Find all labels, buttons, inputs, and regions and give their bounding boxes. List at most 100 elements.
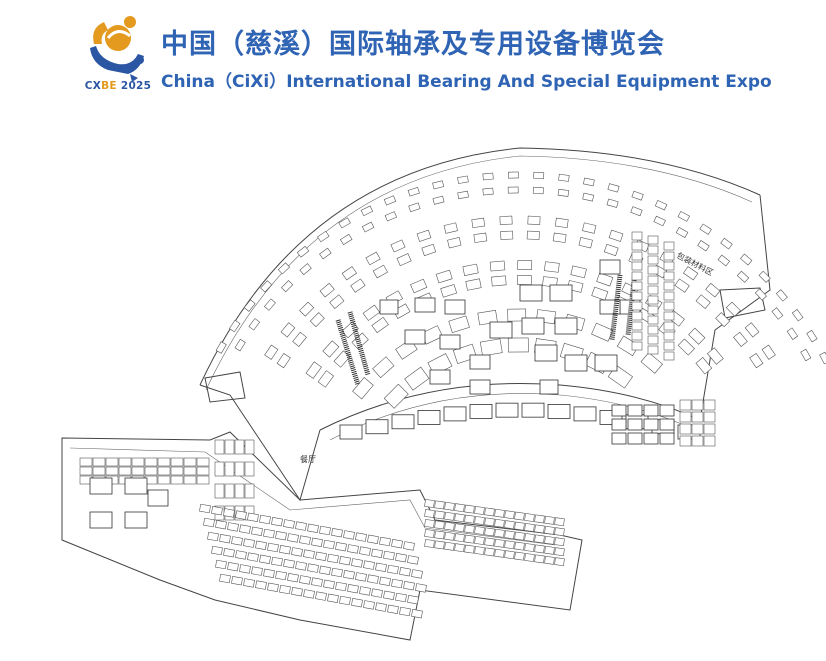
booth [277, 262, 291, 275]
hall-right-edge [699, 194, 771, 421]
booth [717, 254, 731, 267]
booth [144, 457, 158, 467]
booth [414, 297, 436, 313]
booth [447, 237, 462, 249]
booth [524, 523, 535, 532]
booth [234, 338, 246, 352]
restaurant-label: 餐厅 [300, 455, 316, 464]
booth [281, 280, 294, 293]
booth [399, 606, 411, 617]
booth [570, 265, 587, 279]
booth [118, 466, 132, 476]
booth [92, 457, 106, 467]
booth [434, 540, 445, 550]
booth [663, 301, 675, 311]
booth-layout [79, 171, 826, 619]
booth [363, 560, 375, 570]
booth [247, 552, 259, 562]
booth [691, 423, 704, 435]
booth [224, 439, 235, 455]
booth [462, 263, 479, 276]
booth [416, 229, 432, 242]
booth [331, 528, 343, 538]
booth [203, 517, 215, 528]
booth [255, 540, 267, 550]
booth [583, 177, 595, 187]
booth [631, 301, 643, 311]
booth [234, 483, 245, 499]
booth [384, 211, 398, 222]
booth [372, 264, 388, 279]
booth [375, 602, 387, 612]
booth [124, 477, 148, 495]
booth [544, 525, 555, 535]
booth [471, 217, 486, 229]
booth [338, 217, 351, 229]
booth [196, 466, 210, 476]
booth [407, 186, 420, 197]
booth [527, 215, 541, 225]
booth [479, 338, 503, 357]
booth [736, 270, 750, 283]
booth [582, 192, 595, 202]
booth [322, 340, 340, 358]
entrance-right [719, 287, 766, 319]
booth [170, 457, 184, 467]
booth [183, 475, 197, 485]
booth [365, 251, 381, 266]
booth [387, 604, 399, 614]
lower-wing-outline [61, 431, 583, 641]
booth [504, 540, 515, 550]
booth [647, 315, 659, 325]
booth [295, 521, 307, 531]
booth [630, 206, 643, 217]
booth [444, 299, 466, 315]
booth [507, 186, 519, 194]
booth [663, 341, 675, 351]
booth [315, 591, 327, 601]
booth [640, 352, 663, 374]
booth [391, 539, 403, 549]
expo-logo [90, 16, 144, 82]
booth [464, 504, 475, 514]
booth [79, 466, 93, 476]
booth [211, 545, 223, 556]
booth [695, 294, 711, 310]
booth [271, 517, 283, 527]
booth [275, 531, 287, 541]
booth [514, 521, 525, 531]
booth [494, 518, 505, 528]
booth [608, 229, 624, 242]
booth [631, 281, 643, 291]
booth [448, 315, 470, 334]
booth [564, 354, 588, 372]
booth [283, 559, 295, 569]
booth [372, 356, 395, 379]
booth [383, 590, 395, 600]
booth [231, 536, 243, 546]
booth [263, 528, 275, 539]
booth [410, 278, 428, 294]
booth [591, 322, 614, 342]
booth [631, 331, 643, 341]
booth [573, 406, 597, 422]
booth [339, 424, 363, 440]
booth [259, 514, 271, 525]
booth [170, 475, 184, 485]
booth [444, 511, 455, 521]
booth [596, 272, 614, 287]
booth [243, 578, 255, 588]
booth [408, 202, 421, 213]
booth [105, 457, 119, 467]
booth [647, 305, 659, 315]
booth [544, 515, 555, 525]
booth [379, 536, 391, 547]
booth [383, 550, 395, 561]
booth [594, 354, 618, 372]
booth [761, 344, 776, 360]
lower-wing-inner [69, 447, 556, 546]
booth [267, 542, 279, 553]
booth [371, 316, 389, 334]
booth [299, 301, 315, 317]
booth [464, 534, 475, 544]
